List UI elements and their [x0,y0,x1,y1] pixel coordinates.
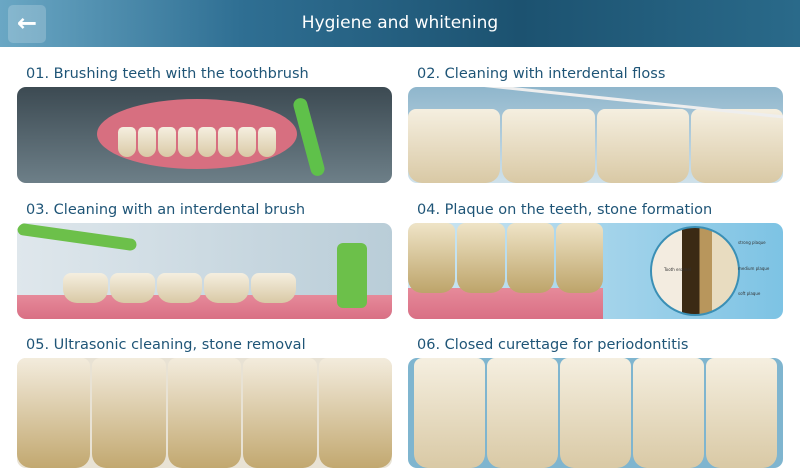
topic-image[interactable] [17,358,392,468]
topic-card-04[interactable]: 04. Plaque on the teeth, stone formation… [408,202,783,319]
topic-image[interactable] [17,223,392,319]
back-button[interactable]: ← [8,5,46,43]
topic-image[interactable]: strong plaque medium plaque soft plaque … [408,223,783,319]
topic-image[interactable] [408,358,783,468]
topic-image[interactable] [408,87,783,183]
topic-card-05[interactable]: 05. Ultrasonic cleaning, stone removal [17,337,392,468]
topic-card-06[interactable]: 06. Closed curettage for periodontitis [408,337,783,468]
page-title: Hygiene and whitening [301,13,499,33]
topic-title: 04. Plaque on the teeth, stone formation [417,202,713,218]
header: ← Hygiene and whitening [0,0,800,47]
topic-card-03[interactable]: 03. Cleaning with an interdental brush [17,202,392,319]
arrow-left-icon: ← [16,9,38,37]
topic-title: 06. Closed curettage for periodontitis [417,337,689,353]
topic-title: 03. Cleaning with an interdental brush [26,202,306,218]
topic-title: 01. Brushing teeth with the toothbrush [26,66,309,82]
topic-title: 05. Ultrasonic cleaning, stone removal [26,337,306,353]
topic-image[interactable] [17,87,392,183]
topic-card-02[interactable]: 02. Cleaning with interdental floss [408,66,783,183]
topic-title: 02. Cleaning with interdental floss [417,66,666,82]
topic-card-01[interactable]: 01. Brushing teeth with the toothbrush [17,66,392,183]
